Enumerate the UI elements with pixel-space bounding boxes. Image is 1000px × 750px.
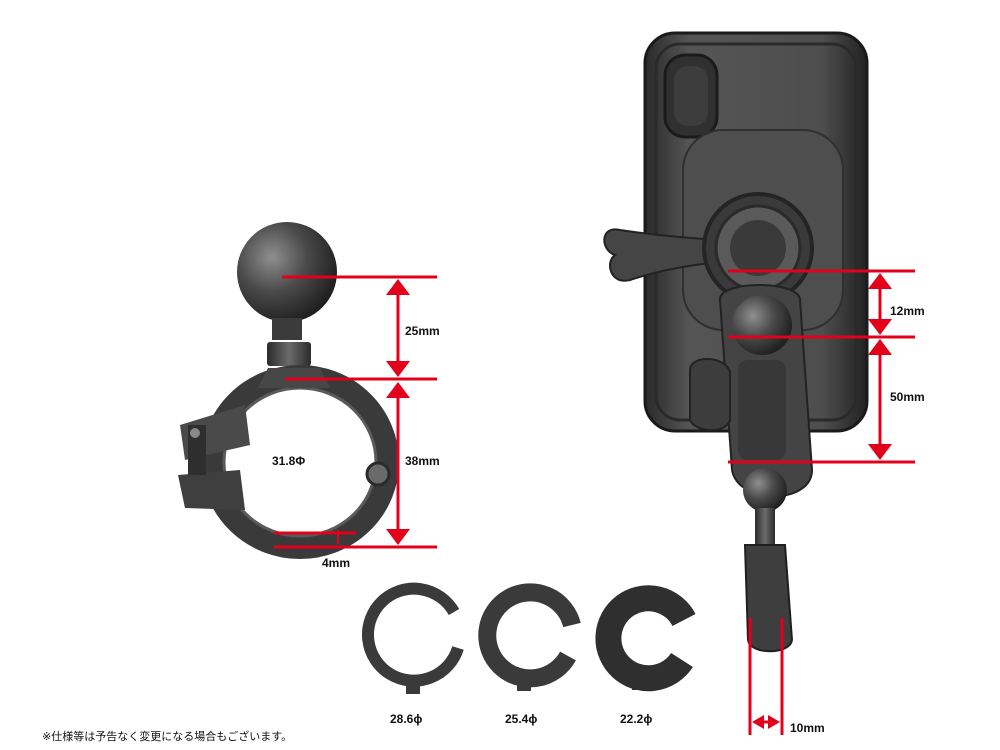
dim-mount-upper: 12mm [890,304,925,318]
clamp-jaw-lower [178,470,245,510]
shim-22-2 [595,585,696,692]
dim-mount-lower: 50mm [890,390,925,404]
shim-label-22-2: 22.2ϕ [620,712,653,726]
shim-label-25-4: 25.4ϕ [505,712,538,726]
dim-stem-width: 10mm [790,721,825,735]
ball-joint [237,222,337,322]
clamp-arrowheads [386,279,410,545]
footnote: ※仕様等は予告なく変更になる場合もございます。 [42,730,293,743]
lever-arm [603,228,721,282]
hinge-bolt [365,461,391,487]
dim-clamp-diameter: 31.8Φ [272,454,306,468]
lower-clamp [743,544,794,653]
dim-clamp-gap: 4mm [322,556,351,570]
shim-set [362,582,696,694]
dim-ball-height: 25mm [405,324,440,338]
dim-clamp-height: 38mm [405,454,440,468]
shim-label-28-6: 28.6ϕ [390,712,423,726]
phone-mount-assembly [603,31,869,653]
shim-28-6 [362,582,464,694]
clamp-dimensions [274,275,437,549]
clamp-nut [267,342,311,366]
clamp-neck [272,318,302,340]
mount-arrowheads [752,273,892,729]
shim-25-4 [478,583,581,691]
handlebar-clamp [178,222,399,559]
